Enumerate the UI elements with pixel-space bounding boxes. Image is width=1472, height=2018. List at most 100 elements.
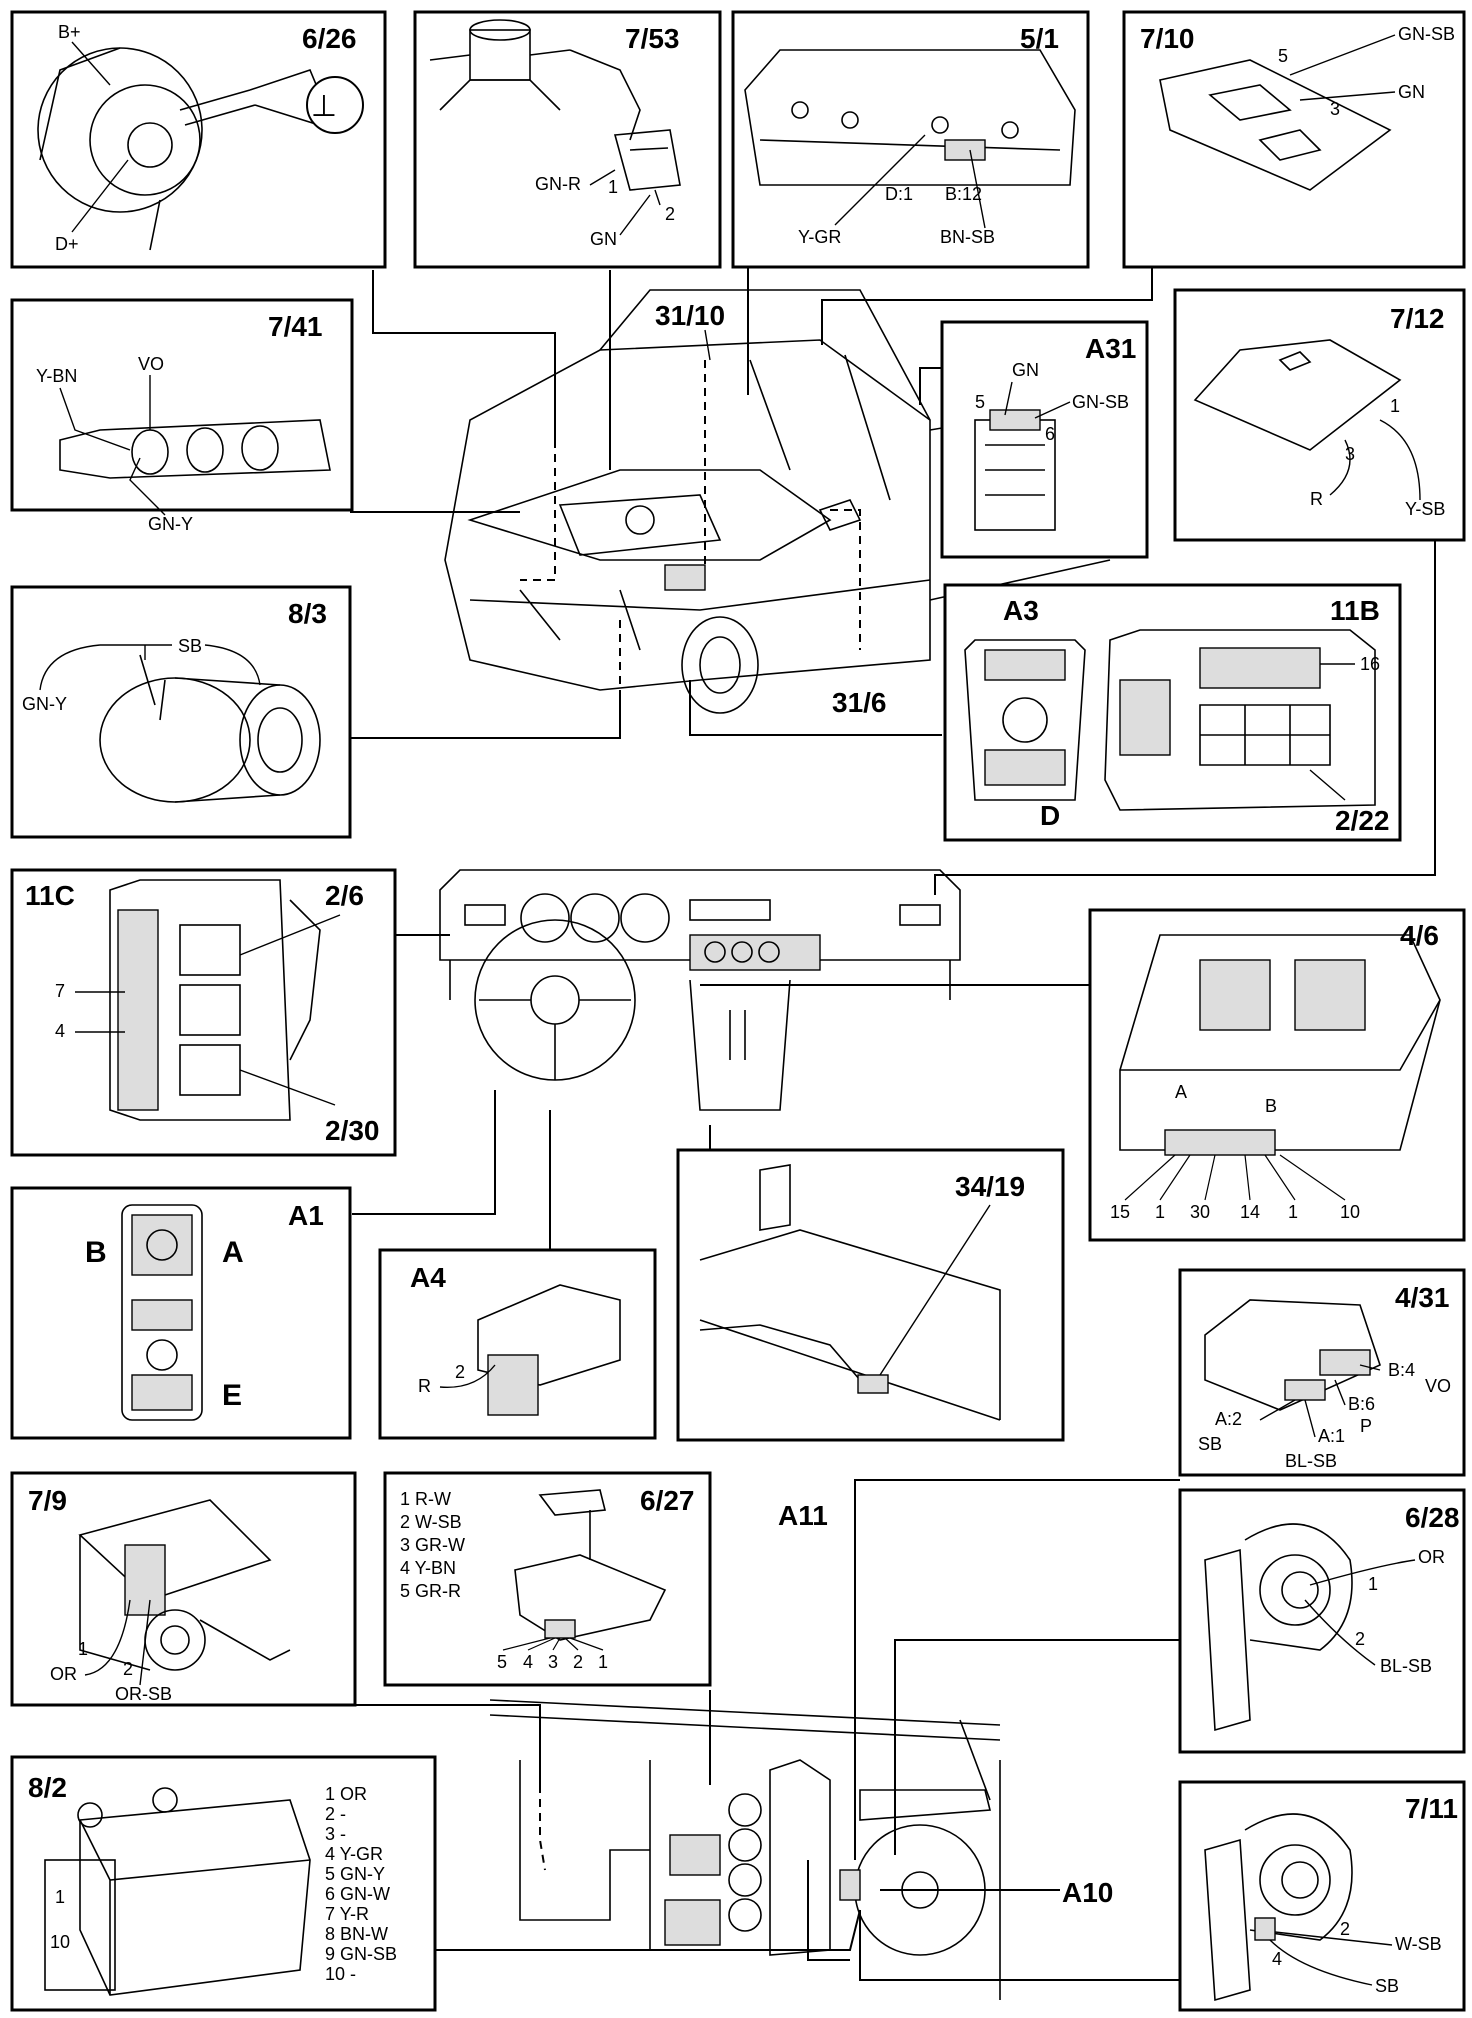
pin-1: 1 (78, 1639, 88, 1659)
fuse-2-22: 2/22 (1335, 805, 1390, 836)
panel-id: 7/12 (1390, 303, 1445, 334)
pin-2: 2 (573, 1652, 583, 1672)
connector-d1: D:1 (885, 184, 913, 204)
pin-1: 1 (1368, 1574, 1378, 1594)
panel-5-1: 5/1 D:1 B:12 Y-GR BN-SB (731, 10, 1090, 269)
connector-a: A (222, 1236, 244, 1269)
wire-r: R (1310, 489, 1323, 509)
pin-legend-4: 4 Y-GR (325, 1844, 383, 1864)
pin-5: 5 (975, 392, 985, 412)
pin-legend-3: 3 - (325, 1824, 346, 1844)
callout-31-10: 31/10 (655, 300, 725, 331)
panel-id: A31 (1085, 333, 1136, 364)
pin-10: 10 (50, 1932, 70, 1952)
panel-a3-11b: A3 11B D 16 2/22 (943, 583, 1402, 842)
pin-4: 4 (1272, 1949, 1282, 1969)
label-d-plus: D+ (55, 234, 79, 254)
pin-14: 14 (1240, 1202, 1260, 1222)
panel-7-41: 7/41 Y-BN VO GN-Y (10, 298, 354, 534)
relay-2-30: 2/30 (325, 1115, 380, 1146)
wire-gn-sb: GN-SB (1398, 24, 1455, 44)
pin-legend-2: 2 - (325, 1804, 346, 1824)
wire-legend-3: 3 GR-W (400, 1535, 465, 1555)
leader-lines (350, 265, 1436, 1981)
module-a3-id: A3 (1003, 595, 1039, 626)
pin-30: 30 (1190, 1202, 1210, 1222)
row-7: 7 (55, 981, 65, 1001)
pin-3: 3 (1330, 99, 1340, 119)
panel-8-2: 8/2 1 OR 2 - 3 - 4 Y-GR 5 GN-Y 6 GN-W 7 … (10, 1755, 437, 2012)
panel-7-12: 7/12 1 3 R Y-SB (1173, 288, 1466, 542)
pin-legend-6: 6 GN-W (325, 1884, 390, 1904)
wire-gn: GN (590, 229, 617, 249)
wire-gn-y: GN-Y (148, 514, 193, 534)
wire-sb: SB (178, 636, 202, 656)
panel-id: 6/27 (640, 1485, 695, 1516)
panel-8-3: 8/3 SB GN-Y (10, 585, 352, 839)
callout-a11: A11 (778, 1500, 828, 1531)
pin-2: 2 (1340, 1919, 1350, 1939)
pin-10: 10 (1340, 1202, 1360, 1222)
pin-2: 2 (665, 204, 675, 224)
pin-6: 6 (1045, 424, 1055, 444)
vehicle-engine-bay-drawing (444, 289, 1111, 714)
connector-b: B (1265, 1096, 1277, 1116)
connector-d-id: D (1040, 800, 1060, 831)
wire-gn-y: GN-Y (22, 694, 67, 714)
connector-a2: A:2 (1215, 1409, 1242, 1429)
wire-bn-sb: BN-SB (940, 227, 995, 247)
panel-id: A4 (410, 1262, 446, 1293)
wire-sb: SB (1375, 1976, 1399, 1996)
connector-b4: B:4 (1388, 1360, 1415, 1380)
panel-7-9: 7/9 1 OR 2 OR-SB (10, 1471, 357, 1707)
callout-a10: A10 (1062, 1877, 1113, 1908)
row-4: 4 (55, 1021, 65, 1041)
pin-legend-5: 5 GN-Y (325, 1864, 385, 1884)
pin-legend-10: 10 - (325, 1964, 356, 1984)
connector-a: A (1175, 1082, 1187, 1102)
wire-bl-sb: BL-SB (1285, 1451, 1337, 1471)
panel-id: 4/31 (1395, 1282, 1450, 1313)
pin-5: 5 (1278, 46, 1288, 66)
panel-a4: A4 R 2 (378, 1248, 657, 1440)
connector-e: E (222, 1379, 242, 1412)
pin-1: 1 (55, 1887, 65, 1907)
wire-w-sb: W-SB (1395, 1934, 1442, 1954)
panel-7-53: 7/53 GN-R 1 2 GN (413, 10, 722, 269)
panel-4-31: 4/31 B:4 VO B:6 P A:2 SB A:1 BL-SB (1178, 1268, 1466, 1477)
ground-symbol-icon: ⊥ (311, 90, 337, 123)
callout-31-6: 31/6 (832, 687, 887, 718)
panel-id: 7/41 (268, 311, 323, 342)
panel-id: 6/26 (302, 23, 357, 54)
wire-r: R (418, 1376, 431, 1396)
connector-b6: B:6 (1348, 1394, 1375, 1414)
panel-id: 34/19 (955, 1171, 1025, 1202)
panel-34-19: 34/19 (676, 1148, 1065, 1442)
pin-5: 5 (497, 1652, 507, 1672)
pin-3: 3 (548, 1652, 558, 1672)
wire-gn: GN (1012, 360, 1039, 380)
pin-1a: 1 (1155, 1202, 1165, 1222)
panel-id: 4/6 (1400, 920, 1439, 951)
panel-id: 7/11 (1405, 1793, 1458, 1824)
wire-or-sb: OR-SB (115, 1684, 172, 1704)
connector-b: B (85, 1236, 107, 1269)
panel-7-10: 7/10 GN-SB 5 GN 3 (1122, 10, 1466, 269)
panel-id: 6/28 (1405, 1502, 1460, 1533)
pin-1: 1 (598, 1652, 608, 1672)
panel-id: 7/53 (625, 23, 680, 54)
dashboard-drawing (439, 869, 961, 1111)
panel-id: 7/9 (28, 1485, 67, 1516)
panel-id: 8/2 (28, 1772, 67, 1803)
wire-gn-sb: GN-SB (1072, 392, 1129, 412)
wire-legend-1: 1 R-W (400, 1489, 451, 1509)
connector-a1: A:1 (1318, 1426, 1345, 1446)
wire-or: OR (50, 1664, 77, 1684)
pin-2: 2 (1355, 1629, 1365, 1649)
panel-a31: A31 GN 5 GN-SB 6 (940, 320, 1149, 559)
wire-vo: VO (138, 354, 164, 374)
pin-2: 2 (455, 1362, 465, 1382)
pin-legend-7: 7 Y-R (325, 1904, 369, 1924)
label-b-plus: B+ (58, 22, 81, 42)
panel-6-26: 6/26 B+ D+ ⊥ (10, 10, 387, 269)
